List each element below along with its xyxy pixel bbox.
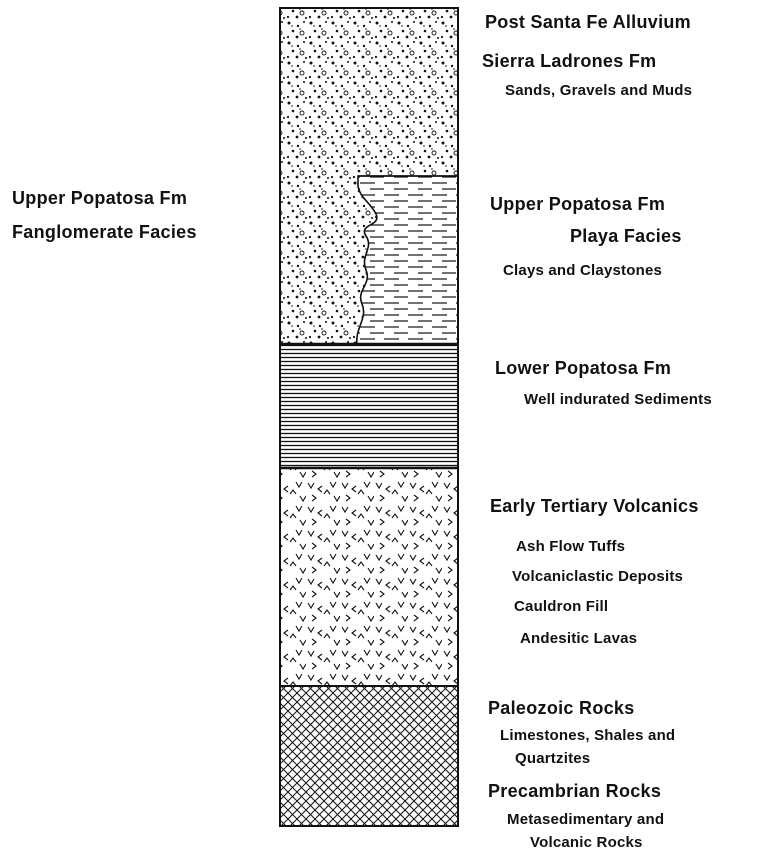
label-quartzites: Quartzites	[515, 750, 590, 767]
lower-popatosa-unit	[280, 344, 458, 468]
label-upper-popatosa: Upper Popatosa Fm	[490, 194, 665, 215]
label-post-santa-fe: Post Santa Fe Alluvium	[485, 12, 691, 33]
volcanics-unit	[280, 468, 458, 686]
label-sierra-ladrones: Sierra Ladrones Fm	[482, 51, 656, 72]
label-sierra-ladrones-detail: Sands, Gravels and Muds	[505, 82, 692, 99]
label-volcaniclastic: Volcaniclastic Deposits	[512, 568, 683, 585]
label-metasedimentary: Metasedimentary and	[507, 811, 664, 828]
label-precambrian: Precambrian Rocks	[488, 781, 661, 802]
label-limestones: Limestones, Shales and	[500, 727, 675, 744]
left-label-fanglomerate: Fanglomerate Facies	[12, 222, 197, 243]
label-andesitic: Andesitic Lavas	[520, 630, 637, 647]
label-cauldron: Cauldron Fill	[514, 598, 608, 615]
left-label-upper-popatosa: Upper Popatosa Fm	[12, 188, 187, 209]
label-clays: Clays and Claystones	[503, 262, 662, 279]
label-paleozoic: Paleozoic Rocks	[488, 698, 635, 719]
label-ash-flow: Ash Flow Tuffs	[516, 538, 625, 555]
basement-unit	[280, 686, 458, 826]
label-playa-facies: Playa Facies	[570, 226, 682, 247]
label-volcanic-rocks: Volcanic Rocks	[530, 834, 643, 851]
label-lower-popatosa: Lower Popatosa Fm	[495, 358, 671, 379]
label-well-indurated: Well indurated Sediments	[524, 391, 712, 408]
label-early-tertiary: Early Tertiary Volcanics	[490, 496, 699, 517]
